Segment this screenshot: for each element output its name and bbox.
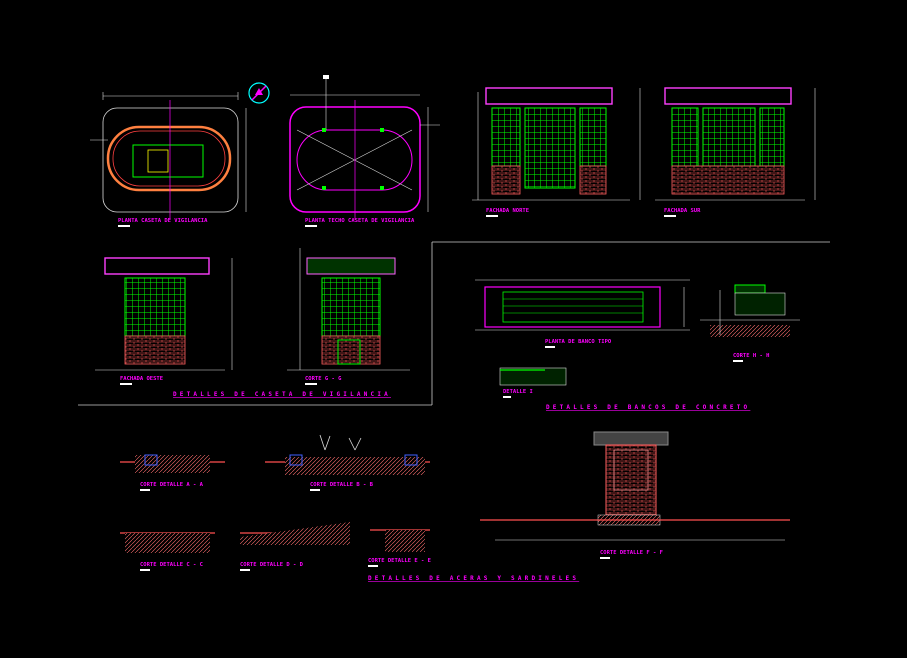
fachada-oeste-label: FACHADA OESTE: [120, 376, 163, 382]
corte-b-label: CORTE DETALLE B - B: [310, 482, 374, 488]
fachada-norte-view: FACHADA NORTE: [472, 87, 641, 217]
planta-banco-label: PLANTA DE BANCO TIPO: [545, 339, 612, 345]
corte-c-label: CORTE DETALLE C - C: [140, 562, 203, 568]
corte-c-view: CORTE DETALLE C - C: [120, 532, 215, 571]
corte-e-label: CORTE DETALLE E - E: [368, 558, 431, 564]
fachada-sur-label: FACHADA SUR: [664, 208, 701, 214]
corte-g-label: CORTE G - G: [305, 376, 342, 382]
fachada-oeste-view: FACHADA OESTE: [95, 257, 233, 385]
corte-f-label: CORTE DETALLE F - F: [600, 550, 663, 556]
planta-banco-view: PLANTA DE BANCO TIPO: [475, 279, 690, 348]
section-title-caseta: DETALLES DE CASETA DE VIGILANCIA: [173, 391, 391, 398]
detalle-i-view: DETALLE I: [499, 367, 567, 398]
corte-h-label: CORTE H - H: [733, 353, 769, 359]
fachada-norte-label: FACHADA NORTE: [486, 208, 529, 214]
sheet-dividers: [78, 241, 830, 406]
planta-techo-label: PLANTA TECHO CASETA DE VIGILANCIA: [305, 218, 415, 224]
corte-a-view: CORTE DETALLE A - A: [120, 454, 225, 491]
corte-h-view: CORTE H - H: [700, 284, 800, 362]
planta-caseta-label: PLANTA CASETA DE VIGILANCIA: [118, 218, 208, 224]
planta-caseta-view: PLANTA CASETA DE VIGILANCIA: [90, 92, 247, 227]
corte-d-label: CORTE DETALLE D - D: [240, 562, 304, 568]
corte-b-view: CORTE DETALLE B - B: [265, 434, 430, 491]
section-title-aceras: DETALLES DE ACERAS Y SARDINELES: [368, 575, 579, 582]
detalle-i-label: DETALLE I: [503, 389, 533, 395]
section-title-bancos: DETALLES DE BANCOS DE CONCRETO: [546, 404, 750, 411]
north-arrow-icon: [248, 82, 270, 104]
planta-techo-view: PLANTA TECHO CASETA DE VIGILANCIA: [289, 75, 440, 227]
fachada-sur-view: FACHADA SUR: [655, 87, 816, 217]
corte-f-view: CORTE DETALLE F - F: [480, 431, 790, 559]
corte-a-label: CORTE DETALLE A - A: [140, 482, 204, 488]
corte-e-view: CORTE DETALLE E - E: [368, 529, 431, 567]
corte-g-view: CORTE G - G: [287, 248, 410, 385]
corte-d-view: CORTE DETALLE D - D: [240, 522, 350, 571]
